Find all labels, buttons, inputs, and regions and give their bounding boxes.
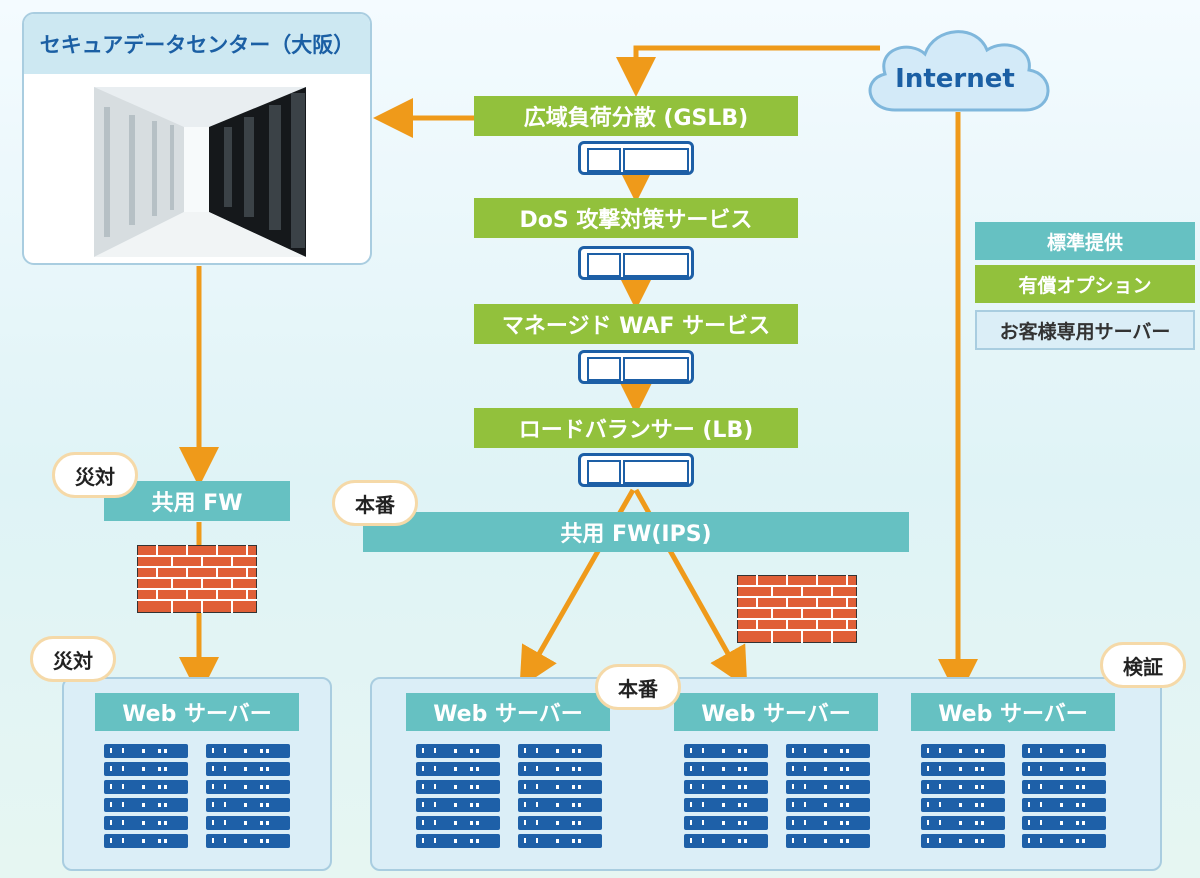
server-rack-icon (921, 744, 1005, 848)
server-rack-icon (104, 744, 188, 848)
server-rack-icon (206, 744, 290, 848)
dos-service: DoS 攻撃対策サービス (474, 198, 798, 238)
appliance-icon (578, 453, 694, 487)
legend-dedicated-server: お客様専用サーバー (975, 310, 1195, 350)
dr-shared-firewall: 共用 FW (104, 481, 290, 521)
datacenter-title: セキュアデータセンター（大阪） (24, 14, 370, 74)
prod-servers-tag: 本番 (595, 664, 681, 710)
server-rack-icon (786, 744, 870, 848)
appliance-icon (578, 350, 694, 384)
gslb-service: 広域負荷分散 (GSLB) (474, 96, 798, 136)
waf-service: マネージド WAF サービス (474, 304, 798, 344)
dr-web-servers-label: Web サーバー (95, 693, 299, 731)
dr-firewall-tag: 災対 (52, 452, 138, 498)
test-servers-tag: 検証 (1100, 642, 1186, 688)
prod-shared-firewall-ips: 共用 FW(IPS) (363, 512, 909, 552)
firewall-brick-icon (737, 575, 857, 643)
prod2-web-servers-label: Web サーバー (674, 693, 878, 731)
prod-firewall-tag: 本番 (332, 480, 418, 526)
internet-cloud-icon (868, 30, 1050, 112)
firewall-brick-icon (137, 545, 257, 613)
prod1-web-servers-label: Web サーバー (406, 693, 610, 731)
test-web-servers-label: Web サーバー (911, 693, 1115, 731)
datacenter-photo (94, 87, 306, 257)
appliance-icon (578, 246, 694, 280)
lb-service: ロードバランサー (LB) (474, 408, 798, 448)
server-rack-icon (416, 744, 500, 848)
datacenter-panel: セキュアデータセンター（大阪） (22, 12, 372, 265)
server-rack-icon (1022, 744, 1106, 848)
dr-servers-tag: 災対 (30, 636, 116, 682)
internet-label: Internet (895, 64, 1015, 94)
server-rack-icon (518, 744, 602, 848)
arrow-internet-to-gslb (616, 45, 880, 97)
server-rack-icon (684, 744, 768, 848)
legend-paid-option: 有償オプション (975, 265, 1195, 303)
legend-standard: 標準提供 (975, 222, 1195, 260)
appliance-icon (578, 141, 694, 175)
